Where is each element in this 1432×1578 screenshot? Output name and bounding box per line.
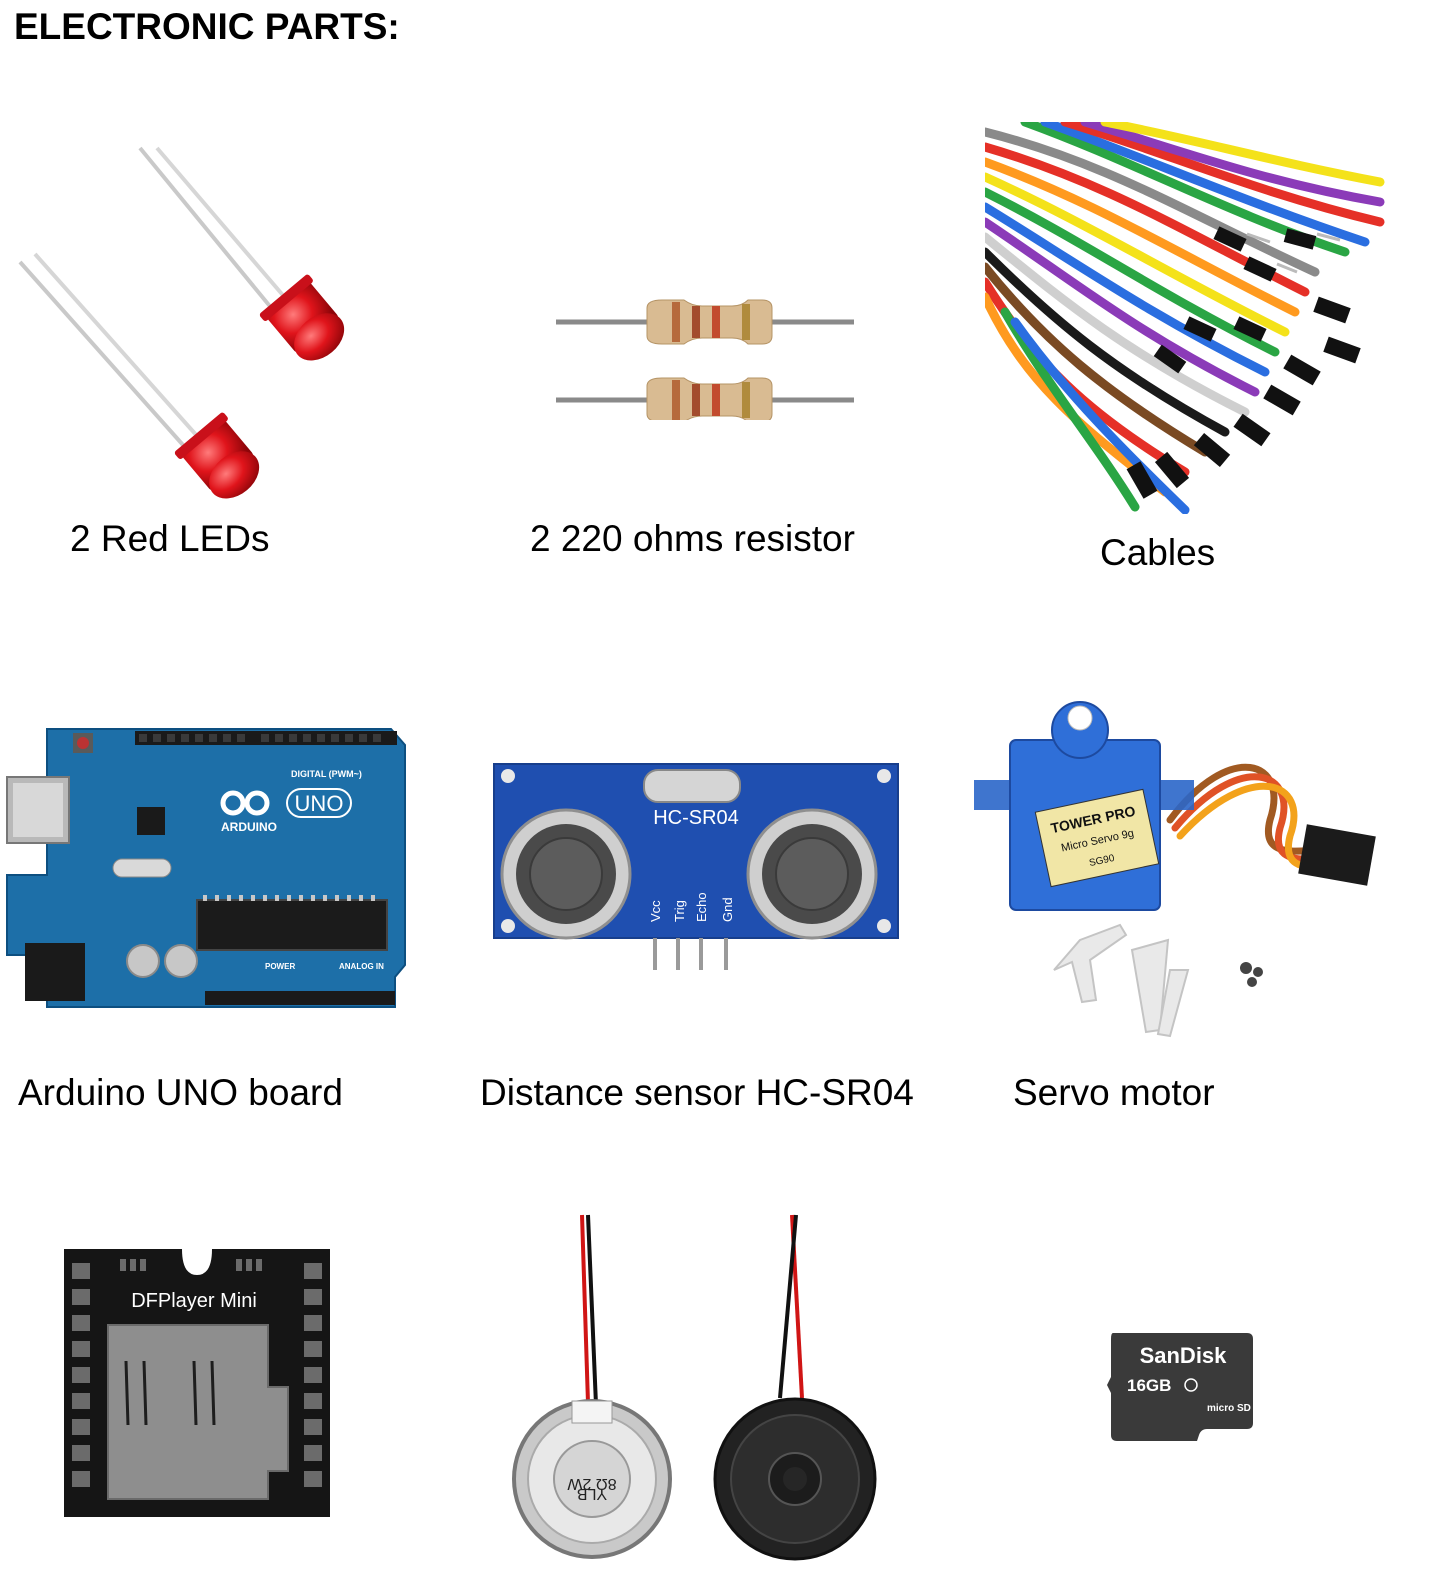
page-title: ELECTRONIC PARTS:: [14, 6, 400, 47]
caption-arduino: Arduino UNO board: [18, 1072, 343, 1113]
ultrasonic-sensor-icon: HC-SR04 Vcc Trig Echo Gnd: [493, 763, 899, 970]
caption-servo: Servo motor: [1013, 1072, 1215, 1113]
caption-cables: Cables: [1100, 532, 1216, 573]
jumper-cables-icon: [985, 122, 1385, 514]
pin-label-vcc: Vcc: [648, 900, 663, 922]
dfplayer-mini-icon: DFPlayer Mini: [64, 1249, 330, 1517]
sd-type-label: micro SD HC: [1207, 1403, 1257, 1414]
arduino-board-icon: UNO ARDUINO DIGITAL (PWM~) POWER ANALOG …: [6, 728, 406, 1008]
arduino-logo-text: ARDUINO: [221, 820, 277, 834]
servo-model-label: SG90: [1088, 853, 1116, 869]
arduino-analog-label: ANALOG IN: [339, 962, 384, 971]
caption-sensor: Distance sensor HC-SR04: [480, 1072, 914, 1113]
caption-leds: 2 Red LEDs: [70, 518, 270, 559]
speaker-brand-label: YLB: [577, 1485, 607, 1502]
sensor-model-label: HC-SR04: [653, 807, 739, 829]
pin-label-gnd: Gnd: [720, 897, 735, 922]
red-led-icon: [18, 146, 345, 499]
microsd-card-icon: SanDisk 16GB micro SD HC: [1107, 1333, 1257, 1441]
caption-resistor: 2 220 ohms resistor: [530, 518, 855, 559]
arduino-model-label: UNO: [295, 791, 344, 816]
sd-brand-label: SanDisk: [1140, 1343, 1228, 1368]
servo-motor-icon: TOWER PRO Micro Servo 9g SG90: [974, 701, 1376, 1038]
dfplayer-label: DFPlayer Mini: [131, 1290, 257, 1312]
speaker-icon: 8Ω 2W YLB: [512, 1214, 877, 1561]
arduino-digital-label: DIGITAL (PWM~): [291, 769, 362, 779]
resistor-icon: [556, 299, 854, 420]
pin-label-echo: Echo: [694, 892, 709, 922]
sd-capacity-label: 16GB: [1127, 1376, 1171, 1395]
arduino-power-label: POWER: [265, 962, 295, 971]
speaker-rating-label: 8Ω 2W: [566, 1475, 616, 1492]
pin-label-trig: Trig: [672, 900, 687, 922]
